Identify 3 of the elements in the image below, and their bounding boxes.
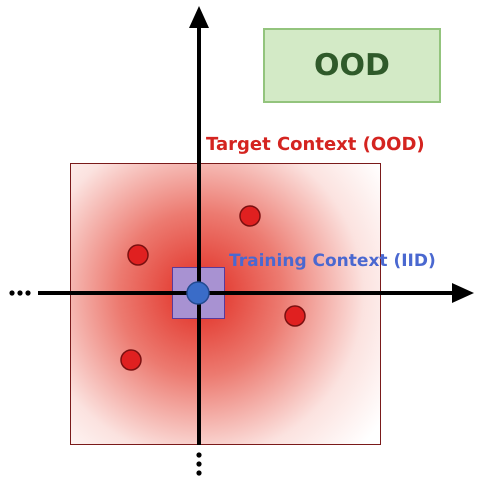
region-label: Target Context (OOD) <box>206 134 425 155</box>
box-label: OOD <box>314 48 390 83</box>
ood-box <box>263 28 441 103</box>
